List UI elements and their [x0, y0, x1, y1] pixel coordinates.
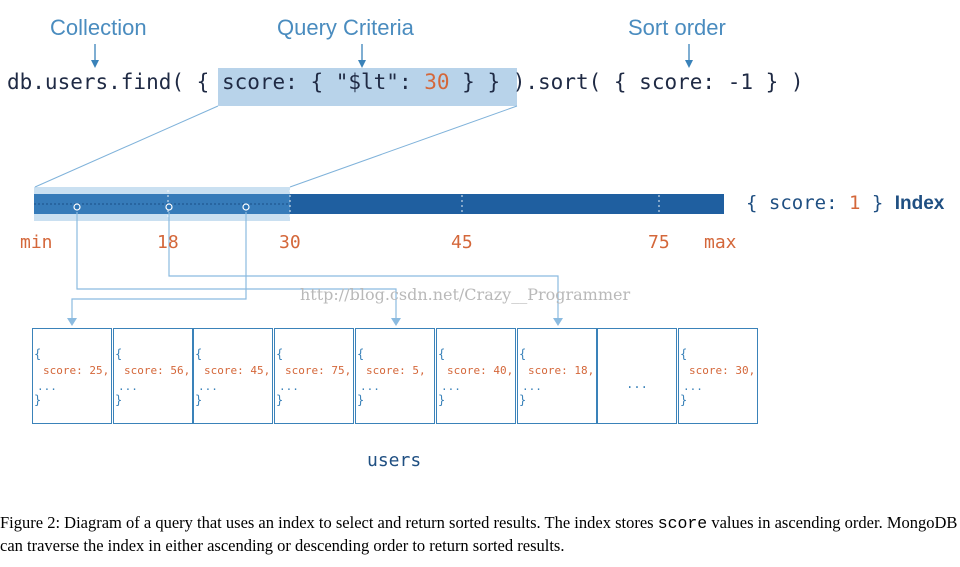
- query-criteria-key: score: { "$lt":: [221, 70, 425, 94]
- query-sort-value: -1: [727, 70, 753, 94]
- axis-label-18: 18: [157, 232, 179, 253]
- document-field: score: 5,: [366, 364, 426, 377]
- query-criteria-close: } }: [449, 70, 501, 94]
- document-4: { score: 75, ... }: [274, 328, 354, 424]
- document-field: score: 56,: [124, 364, 191, 377]
- index-entry-25: [73, 203, 81, 211]
- caption-code: score: [657, 514, 708, 533]
- axis-label-45: 45: [451, 232, 473, 253]
- query-criteria-highlight: [218, 68, 517, 106]
- index-label-word: Index: [894, 193, 945, 214]
- document-field: score: 30,: [689, 364, 756, 377]
- caption-part2: values in ascending order. MongoDB can t…: [0, 513, 958, 555]
- document-8-ellipsis: ...: [597, 328, 677, 424]
- caption-part1: Figure 2: Diagram of a query that uses a…: [0, 513, 658, 532]
- query-prefix: db.users.find( {: [7, 70, 222, 94]
- index-label-close: }: [860, 192, 884, 214]
- document-9: { score: 30, ... }: [678, 328, 758, 424]
- index-entry-5: [242, 203, 250, 211]
- axis-label-max: max: [704, 232, 737, 253]
- document-6: { score: 40, ... }: [436, 328, 516, 424]
- document-ellipsis: ...: [626, 377, 648, 391]
- index-label-value: 1: [848, 192, 861, 214]
- document-field: score: 18,: [528, 364, 595, 377]
- query-criteria-label: Query Criteria: [277, 15, 414, 40]
- document-1: { score: 25, ... }: [32, 328, 112, 424]
- index-label: { score: 1 } Index: [746, 192, 944, 215]
- document-7: { score: 18, ... }: [517, 328, 597, 424]
- axis-label-min: min: [20, 232, 53, 253]
- sort-order-label: Sort order: [628, 15, 726, 40]
- query-criteria-value: 30: [424, 70, 450, 94]
- collection-name: users: [367, 450, 422, 471]
- collection-label: Collection: [50, 15, 147, 40]
- watermark: http://blog.csdn.net/Crazy__Programmer: [300, 285, 631, 304]
- document-5: { score: 5, ... }: [355, 328, 435, 424]
- query-suffix: } ): [752, 70, 804, 94]
- query-mid: ).sort( { score:: [500, 70, 728, 94]
- document-field: score: 25,: [43, 364, 110, 377]
- document-2: { score: 56, ... }: [113, 328, 193, 424]
- query-text: db.users.find( { score: { "$lt": 30 } } …: [7, 70, 804, 94]
- document-field: score: 40,: [447, 364, 514, 377]
- index-entry-18: [165, 203, 173, 211]
- document-3: { score: 45, ... }: [193, 328, 273, 424]
- document-field: score: 45,: [204, 364, 271, 377]
- document-field: score: 75,: [285, 364, 352, 377]
- axis-label-75: 75: [648, 232, 670, 253]
- axis-label-30: 30: [279, 232, 301, 253]
- figure-caption: Figure 2: Diagram of a query that uses a…: [0, 512, 958, 557]
- index-label-open: { score:: [746, 192, 849, 214]
